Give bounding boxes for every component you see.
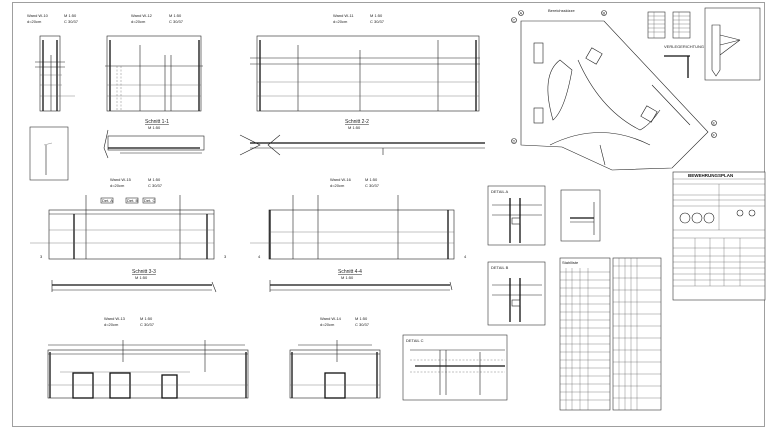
wall-concrete: C 30/37 bbox=[370, 19, 385, 24]
wall-title: Wand W-12 bbox=[131, 13, 153, 18]
wall-w12: Wand W-12 M 1:50 d=20cm C 30/37 bbox=[105, 13, 203, 112]
axis-label: F bbox=[713, 133, 716, 138]
wall-w13: Wand W-13 M 1:50 d=20cm C 30/37 bbox=[47, 316, 249, 399]
wall-scale: M 1:50 bbox=[64, 13, 77, 18]
wall-title: Wand W-14 bbox=[320, 316, 342, 321]
wall-w10: Wand W-10 M 1:50 d=20cm C 30/37 bbox=[27, 13, 79, 112]
section-title: Schnitt 4-4 bbox=[338, 269, 362, 275]
detail-callout[interactable]: Det. C bbox=[144, 198, 155, 203]
wall-scale: M 1:50 bbox=[169, 13, 182, 18]
wall-title: Wand W-13 bbox=[104, 316, 126, 321]
axis-label: B bbox=[603, 11, 606, 16]
plan-title: Bereichsskizze bbox=[548, 8, 575, 13]
wall-concrete: C 30/37 bbox=[355, 322, 370, 327]
wall-scale: M 1:50 bbox=[148, 177, 161, 182]
steel-list-2 bbox=[612, 257, 662, 411]
wall-w11: Wand W-11 M 1:50 d=20cm C 30/37 bbox=[250, 13, 480, 112]
detail-callout[interactable]: Det. A bbox=[102, 198, 113, 203]
section-title: Schnitt 3-3 bbox=[132, 269, 156, 275]
detail-middle bbox=[560, 189, 601, 242]
section-title: Schnitt 2-2 bbox=[345, 119, 369, 125]
wall-concrete: C 30/37 bbox=[148, 183, 163, 188]
section-title: Schnitt 1-1 bbox=[145, 119, 169, 125]
wall-concrete: C 30/37 bbox=[140, 322, 155, 327]
title-block-header: BEWEHRUNGSPLAN bbox=[688, 173, 733, 178]
wall-title: Wand W-15 bbox=[110, 177, 132, 182]
wall-w16: Wand W-16 M 1:50 d=20cm C 30/37 4 4 bbox=[250, 177, 467, 260]
detail-title: DETAIL A bbox=[491, 189, 508, 194]
section-scale: M 1:50 bbox=[348, 125, 361, 130]
wall-concrete: C 30/37 bbox=[64, 19, 79, 24]
detail-a: DETAIL A bbox=[487, 185, 546, 246]
wall-title: Wand W-11 bbox=[333, 13, 354, 18]
floor-plan: Bereichsskizze A B C D E F VERLEGERICHTU… bbox=[511, 7, 761, 171]
detail-callout[interactable]: Det. B bbox=[127, 198, 138, 203]
section-4-4: Schnitt 4-4 M 1:50 bbox=[269, 269, 453, 292]
wall-scale: M 1:50 bbox=[355, 316, 368, 321]
detail-title: DETAIL B bbox=[491, 265, 509, 270]
section-scale: M 1:50 bbox=[135, 275, 148, 280]
detail-b: DETAIL B bbox=[487, 261, 546, 326]
wall-thickness: d=20cm bbox=[333, 19, 348, 24]
wall-w14: Wand W-14 M 1:50 d=20cm C 30/37 bbox=[289, 316, 381, 399]
axis-label: C bbox=[513, 18, 516, 23]
wall-thickness: d=20cm bbox=[104, 322, 119, 327]
wall-concrete: C 30/37 bbox=[365, 183, 380, 188]
section-1-1: Schnitt 1-1 M 1:50 bbox=[103, 119, 205, 159]
wall-thickness: d=20cm bbox=[330, 183, 345, 188]
axis-label: A bbox=[520, 11, 523, 16]
wall-thickness: d=20cm bbox=[320, 322, 335, 327]
wall-scale: M 1:50 bbox=[370, 13, 383, 18]
detail-sketch-box bbox=[29, 126, 69, 181]
steel-list-1: Stahlliste bbox=[559, 257, 611, 411]
cut-marker: 3 bbox=[40, 254, 43, 259]
detail-title: DETAIL C bbox=[406, 338, 424, 343]
section-scale: M 1:50 bbox=[148, 125, 161, 130]
wall-scale: M 1:50 bbox=[140, 316, 153, 321]
detail-c: DETAIL C bbox=[402, 334, 508, 401]
wall-concrete: C 30/37 bbox=[169, 19, 184, 24]
axis-label: E bbox=[713, 121, 716, 126]
wall-thickness: d=20cm bbox=[110, 183, 125, 188]
title-block: BEWEHRUNGSPLAN bbox=[672, 171, 766, 301]
cut-marker: 4 bbox=[464, 254, 467, 259]
wall-title: Wand W-10 bbox=[27, 13, 49, 18]
section-scale: M 1:50 bbox=[341, 275, 354, 280]
section-3-3: Schnitt 3-3 M 1:50 bbox=[51, 269, 217, 293]
cut-marker: 3 bbox=[224, 254, 227, 259]
wall-scale: M 1:50 bbox=[365, 177, 378, 182]
axis-label: D bbox=[513, 139, 516, 144]
wall-thickness: d=20cm bbox=[131, 19, 146, 24]
table-title: Stahlliste bbox=[562, 260, 579, 265]
laying-direction-label: VERLEGERICHTUNG bbox=[664, 44, 704, 49]
wall-thickness: d=20cm bbox=[27, 19, 42, 24]
section-2-2: Schnitt 2-2 M 1:50 bbox=[239, 119, 485, 156]
wall-w15: Wand W-15 M 1:50 d=20cm C 30/37 Det. A D… bbox=[30, 177, 227, 260]
cut-marker: 4 bbox=[258, 254, 261, 259]
wall-title: Wand W-16 bbox=[330, 177, 352, 182]
